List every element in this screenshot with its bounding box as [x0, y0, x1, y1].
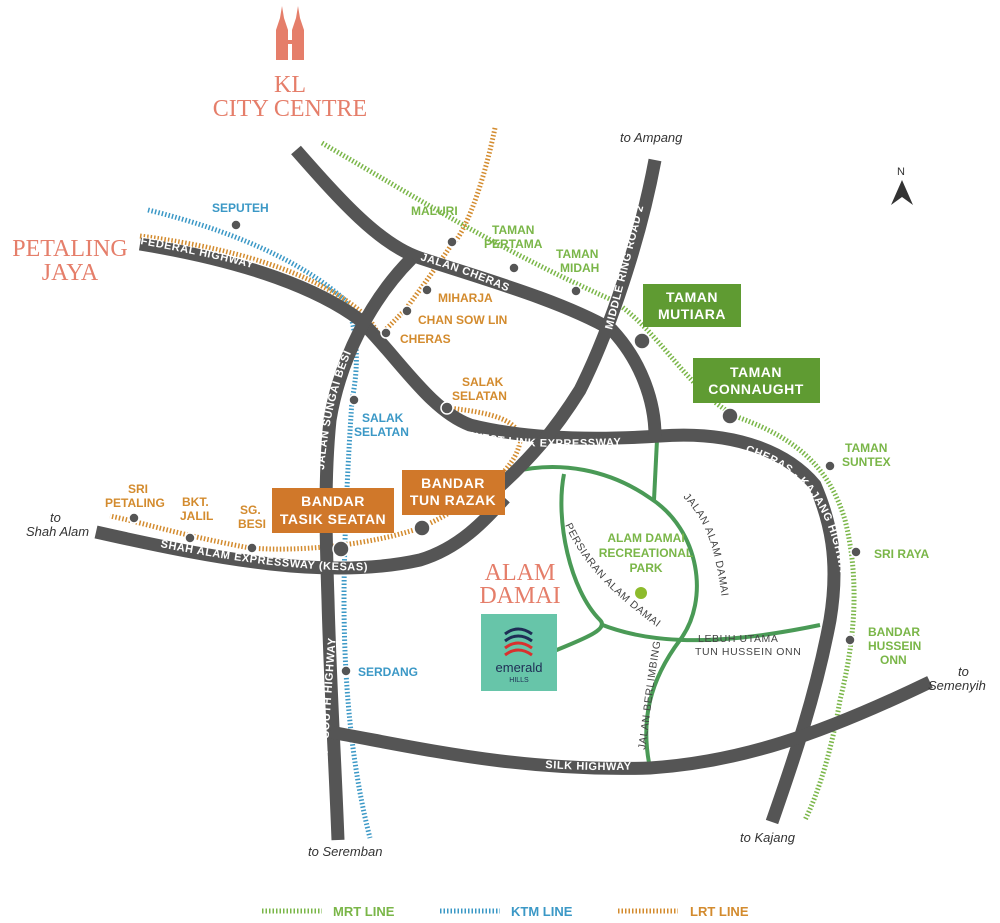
station-salak-selatan-lrt-2: SELATAN [452, 389, 507, 403]
box-taman-mutiara-line1: TAMAN [666, 289, 718, 305]
station-salak-selatan-lrt-1: SALAK [462, 375, 504, 389]
compass-label: N [897, 166, 905, 178]
ktm-station-dots [230, 219, 360, 677]
station-bkt-jalil-1: BKT. [182, 495, 209, 509]
dest-ampang: to Ampang [620, 130, 683, 145]
mrt-station-dots [446, 236, 862, 646]
box-tasik-seatan-line2: TASIK SEATAN [280, 511, 386, 527]
compass-north-icon: N [891, 166, 913, 205]
station-salak-selatan-ktm-2: SELATAN [354, 425, 409, 439]
ad-title-line2: DAMAI [479, 583, 560, 609]
emerald-name: emerald [496, 660, 543, 675]
box-taman-connaught: TAMAN CONNAUGHT [693, 358, 820, 403]
emerald-logo-icon [504, 627, 533, 657]
label-lebuh-utama: LEBUH UTAMA [698, 633, 779, 645]
pj-title-line2: JAYA [42, 260, 99, 286]
legend: MRT LINE KTM LINE LRT LINE [262, 904, 749, 919]
station-taman-pertama-2: PERTAMA [484, 237, 543, 251]
park-label-line3: PARK [629, 561, 662, 575]
kesas-highway [94, 493, 510, 575]
station-miharja: MIHARJA [438, 291, 493, 305]
station-taman-midah-2: MIDAH [560, 261, 599, 275]
label-tun-hussein-onn-road: TUN HUSSEIN ONN [695, 646, 801, 658]
petronas-towers-icon [276, 6, 304, 60]
station-taman-midah-1: TAMAN [556, 247, 598, 261]
station-sri-petaling-2: PETALING [105, 496, 165, 510]
kl-title-line2: CITY CENTRE [213, 96, 367, 122]
dest-shah-alam-2: Shah Alam [26, 524, 89, 539]
box-bandar-tun-razak: BANDAR TUN RAZAK [402, 470, 505, 515]
lrt-station-dots [128, 284, 454, 558]
station-cheras: CHERAS [400, 332, 451, 346]
station-seputeh: SEPUTEH [212, 201, 269, 215]
dest-shah-alam-1: to [50, 510, 61, 525]
label-jalan-berlimbing: JALAN BERLIMBING [636, 639, 664, 750]
station-bkt-jalil-2: JALIL [180, 509, 213, 523]
jalan-cheras [291, 145, 662, 437]
box-taman-mutiara: TAMAN MUTIARA [643, 284, 741, 327]
station-maluri: MALURI [411, 204, 458, 218]
ktm-line [147, 207, 373, 839]
legend-ktm-label: KTM LINE [511, 904, 573, 919]
dest-seremban: to Seremban [308, 844, 382, 859]
box-tun-razak-line1: BANDAR [421, 475, 485, 491]
emerald-hills-logo: emerald HILLS [481, 614, 557, 691]
station-sri-raya: SRI RAYA [874, 547, 929, 561]
station-serdang: SERDANG [358, 665, 418, 679]
ktm-station-labels: SEPUTEH SALAK SELATAN SERDANG [212, 201, 418, 679]
box-tun-razak-line2: TUN RAZAK [410, 492, 496, 508]
box-bandar-tasik-seatan: BANDAR TASIK SEATAN [272, 488, 394, 533]
label-silk-highway: SILK HIGHWAY [545, 759, 632, 773]
box-tasik-seatan-line1: BANDAR [301, 493, 365, 509]
park-label-line1: ALAM DAMAI [607, 531, 684, 545]
station-sg-besi-2: BESI [238, 517, 266, 531]
ad-title-line1: ALAM [485, 560, 556, 586]
station-taman-suntex-1: TAMAN [845, 441, 887, 455]
box-taman-connaught-line1: TAMAN [730, 364, 782, 380]
station-bandar-hussein-3: ONN [880, 653, 907, 667]
middle-ring-road [485, 158, 662, 500]
recreational-park: ALAM DAMAI RECREATIONAL PARK [599, 531, 693, 599]
dest-kajang: to Kajang [740, 830, 796, 845]
legend-lrt-label: LRT LINE [690, 904, 749, 919]
silk-highway [328, 676, 933, 775]
dest-semenyih-2: Semenyih [928, 678, 986, 693]
federal-highway [138, 237, 841, 825]
emerald-sub: HILLS [509, 677, 529, 684]
station-chan-sow-lin: CHAN SOW LIN [418, 313, 507, 327]
station-taman-pertama-1: TAMAN [492, 223, 534, 237]
park-dot [635, 587, 647, 599]
kl-title-line1: KL [274, 72, 306, 98]
box-taman-mutiara-line2: MUTIARA [658, 306, 726, 322]
local-roads [511, 439, 821, 769]
station-salak-selatan-ktm-1: SALAK [362, 411, 404, 425]
mrt-station-labels: MALURI TAMAN PERTAMA TAMAN MIDAH TAMAN S… [411, 204, 929, 667]
label-jalan-cheras: JALAN CHERAS [419, 251, 511, 294]
station-taman-suntex-2: SUNTEX [842, 455, 891, 469]
pj-title-line1: PETALING [12, 236, 127, 262]
station-sg-besi-1: SG. [240, 503, 261, 517]
legend-mrt-label: MRT LINE [333, 904, 395, 919]
label-jalan-sungai-besi: JALAN SUNGAI BESI [315, 349, 354, 471]
lrt-station-labels: MIHARJA CHAN SOW LIN CHERAS SALAK SELATA… [105, 291, 507, 531]
station-bandar-hussein-2: HUSSEIN [868, 639, 921, 653]
station-sri-petaling-1: SRI [128, 482, 148, 496]
station-bandar-hussein-1: BANDAR [868, 625, 920, 639]
dest-semenyih-1: to [958, 664, 969, 679]
park-label-line2: RECREATIONAL [599, 546, 693, 560]
box-taman-connaught-line2: CONNAUGHT [708, 381, 804, 397]
